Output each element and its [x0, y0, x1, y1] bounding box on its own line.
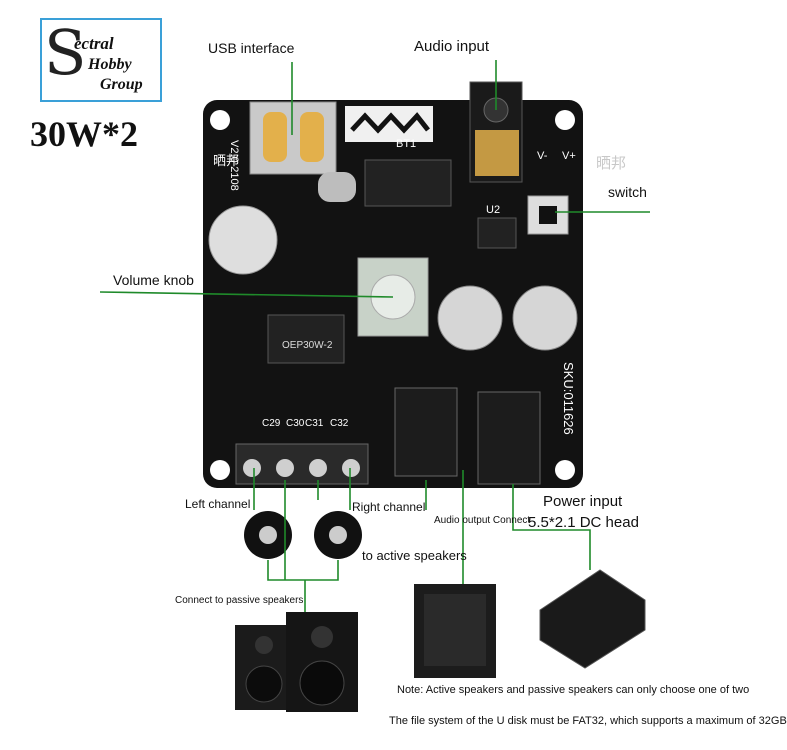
usb-pin-left [263, 112, 287, 162]
board-illustration [99, 60, 650, 712]
mount-hole-tr [555, 110, 575, 130]
silk-c29: C29 [262, 418, 281, 429]
brand-cn-right: 晒邦 [596, 155, 627, 172]
decoder-chip [364, 159, 452, 207]
label-audio-output: Audio output Connect [434, 515, 531, 526]
mount-hole-br [555, 460, 575, 480]
power-adapter [539, 569, 646, 669]
dc-power-jack [477, 391, 541, 485]
label-volume-knob: Volume knob [113, 272, 194, 288]
capacitor-right [512, 285, 578, 351]
crystal [318, 172, 356, 202]
usb-pin-right [300, 112, 324, 162]
buzzer [208, 205, 278, 275]
label-dc-head: 5.5*2.1 DC head [528, 514, 639, 531]
logo-word-1: ectral [74, 34, 114, 53]
silk-vplus: V+ [562, 150, 576, 162]
regulator-chip [477, 217, 517, 249]
power-rating: 30W*2 [30, 114, 138, 154]
label-switch: switch [608, 184, 647, 200]
brand-logo: S ectral Hobby Group [40, 16, 162, 102]
mount-hole-tl [210, 110, 230, 130]
note-speaker-choice: Note: Active speakers and passive speake… [397, 684, 750, 696]
label-audio-input: Audio input [414, 38, 490, 55]
silk-c30: C30 [286, 418, 305, 429]
audio-output-jack [394, 387, 458, 477]
label-active-speakers: to active speakers [362, 548, 467, 563]
silk-bt: BT1 [396, 138, 417, 150]
label-right-channel: Right channel [352, 500, 426, 514]
label-left-channel: Left channel [185, 497, 251, 511]
silk-chip: OEP30W-2 [282, 340, 333, 351]
label-usb-interface: USB interface [208, 40, 295, 56]
callout-volume [99, 291, 394, 298]
silk-c31: C31 [305, 418, 324, 429]
label-power-input: Power input [543, 493, 623, 510]
silk-vminus: V- [537, 150, 548, 162]
silk-sku: SKU:011626 [561, 362, 576, 435]
brand-cn: 晒邦 [213, 153, 240, 168]
logo-word-2: Hobby [88, 56, 132, 73]
capacitor-left [437, 285, 503, 351]
amp-chip [267, 314, 345, 364]
mount-hole-bl [210, 460, 230, 480]
note-fat32: The file system of the U disk must be FA… [389, 715, 787, 727]
callout-power [512, 484, 591, 570]
label-passive-speakers: Connect to passive speakers [175, 595, 304, 606]
logo-word-3: Group [100, 76, 143, 93]
silk-u2: U2 [486, 204, 501, 216]
silk-c32: C32 [330, 418, 349, 429]
logo-letter: S [44, 16, 87, 89]
